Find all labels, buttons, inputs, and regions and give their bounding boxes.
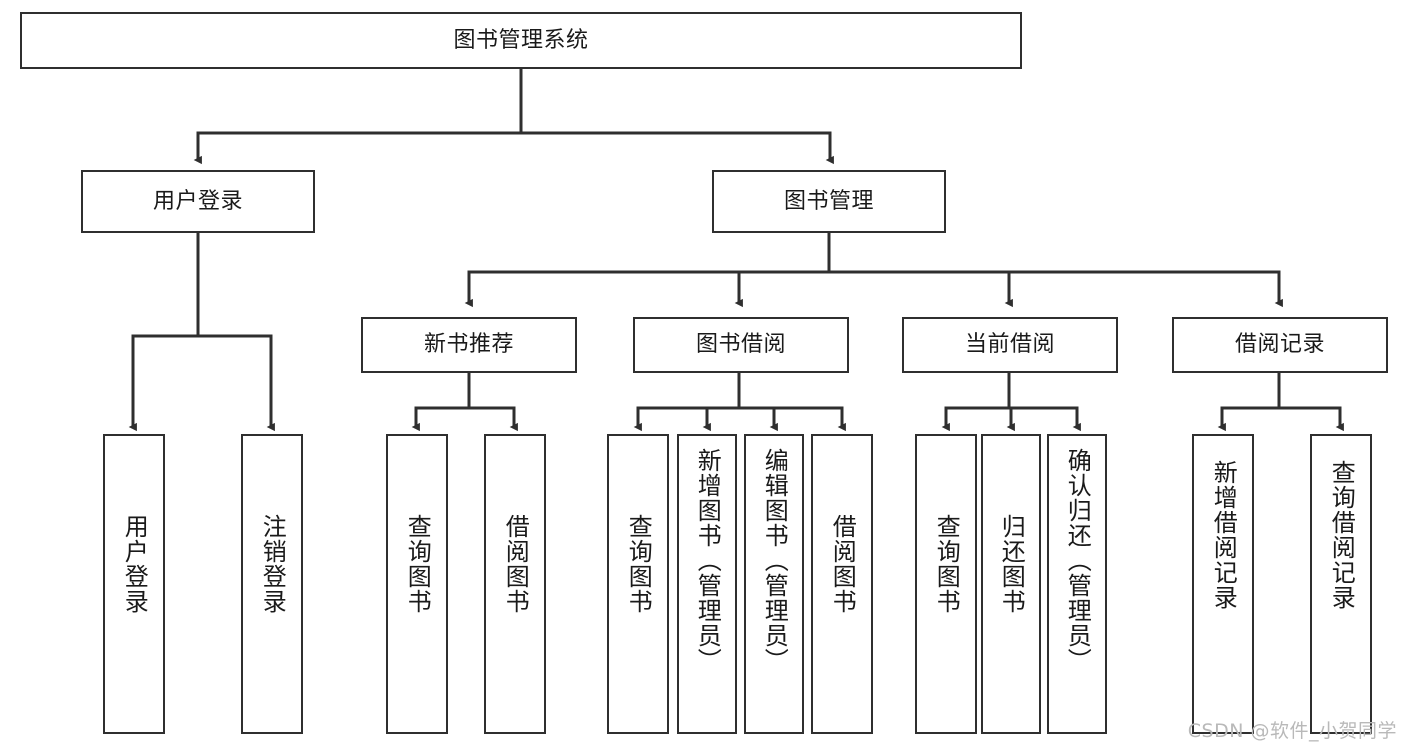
- node-label: 借阅图书: [828, 514, 857, 614]
- node-label: 新书推荐: [423, 332, 514, 358]
- node-leaf-borrow-book-2[interactable]: 借阅图书: [811, 434, 873, 734]
- node-leaf-query-record[interactable]: 查询借阅记录: [1310, 434, 1372, 734]
- node-leaf-query-book-1[interactable]: 查询图书: [386, 434, 448, 734]
- node-label: 新增借阅记录: [1209, 460, 1238, 610]
- node-label: 归还图书: [997, 514, 1026, 614]
- node-label: 图书借阅: [695, 332, 786, 358]
- node-label: 编辑图书（管理员）: [760, 448, 789, 673]
- node-book-borrow[interactable]: 图书借阅: [633, 317, 849, 373]
- node-leaf-query-book-2[interactable]: 查询图书: [607, 434, 669, 734]
- node-label: 确认归还（管理员）: [1063, 448, 1092, 673]
- node-leaf-add-book[interactable]: 新增图书（管理员）: [677, 434, 737, 734]
- node-label: 查询借阅记录: [1327, 460, 1356, 610]
- node-root-system[interactable]: 图书管理系统: [20, 12, 1022, 69]
- node-label: 查询图书: [624, 514, 653, 614]
- node-leaf-add-record[interactable]: 新增借阅记录: [1192, 434, 1254, 734]
- node-label: 查询图书: [932, 514, 961, 614]
- node-label: 查询图书: [403, 514, 432, 614]
- node-label: 用户登录: [120, 514, 149, 614]
- watermark-text: CSDN @软件_小贺同学: [1187, 720, 1397, 742]
- node-label: 借阅图书: [501, 514, 530, 614]
- node-leaf-return-book[interactable]: 归还图书: [981, 434, 1041, 734]
- node-label: 借阅记录: [1234, 332, 1325, 358]
- node-label: 注销登录: [258, 514, 287, 614]
- node-leaf-logout[interactable]: 注销登录: [241, 434, 303, 734]
- node-book-manage[interactable]: 图书管理: [712, 170, 946, 233]
- node-borrow-record[interactable]: 借阅记录: [1172, 317, 1388, 373]
- node-label: 新增图书（管理员）: [693, 448, 722, 673]
- node-new-book-recommend[interactable]: 新书推荐: [361, 317, 577, 373]
- node-leaf-confirm-return[interactable]: 确认归还（管理员）: [1047, 434, 1107, 734]
- node-user-login[interactable]: 用户登录: [81, 170, 315, 233]
- node-label: 图书管理: [783, 188, 874, 214]
- node-label: 用户登录: [152, 188, 243, 214]
- node-leaf-edit-book[interactable]: 编辑图书（管理员）: [744, 434, 804, 734]
- node-leaf-borrow-book-1[interactable]: 借阅图书: [484, 434, 546, 734]
- node-leaf-user-login[interactable]: 用户登录: [103, 434, 165, 734]
- node-label: 当前借阅: [964, 332, 1055, 358]
- node-label: 图书管理系统: [453, 27, 589, 53]
- node-current-borrow[interactable]: 当前借阅: [902, 317, 1118, 373]
- node-leaf-query-book-3[interactable]: 查询图书: [915, 434, 977, 734]
